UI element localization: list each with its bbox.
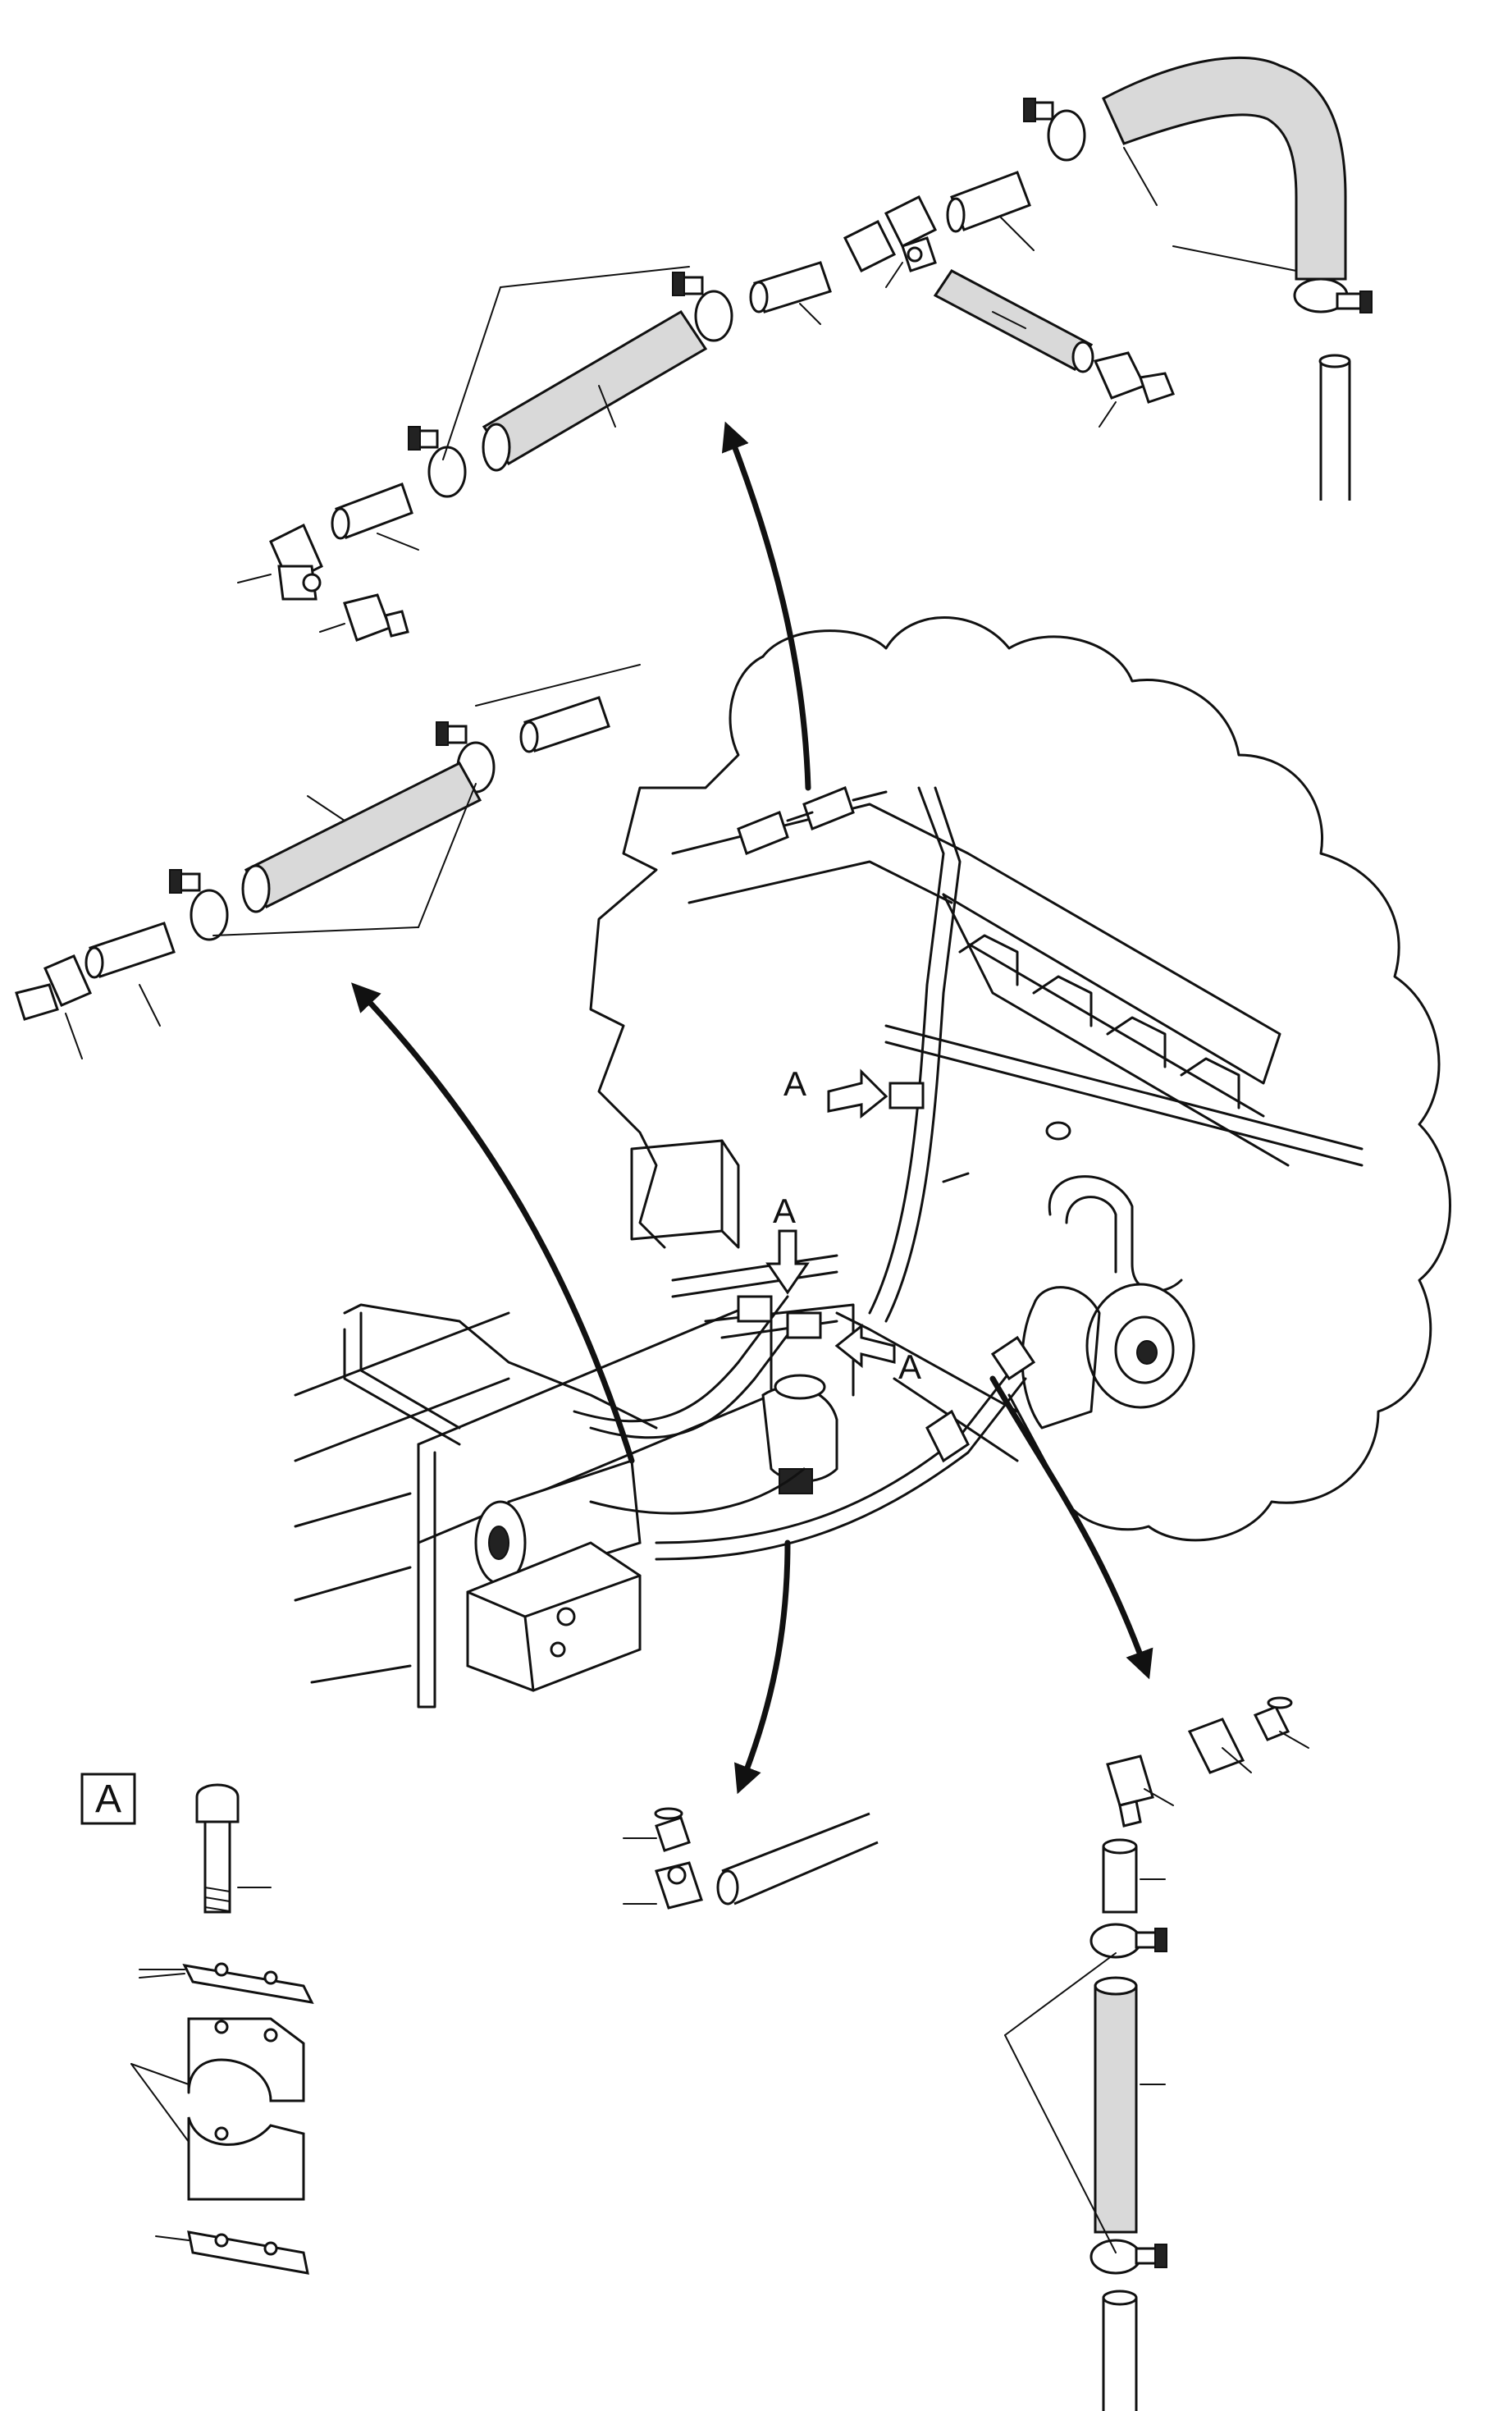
center-lower-exploded-parts: [623, 1807, 879, 1910]
left-exploded-fuel-line: [15, 664, 641, 1059]
callout-a-upper: A: [783, 1064, 806, 1103]
exploded-view-arrows: [351, 421, 1153, 1795]
engine-block: [589, 616, 1451, 1542]
callout-a-right: A: [898, 1347, 921, 1386]
engine-clamps: [737, 786, 925, 1339]
fuel-filter-assembly: [294, 786, 1036, 1709]
callout-a-middle: A: [773, 1192, 796, 1230]
detail-box-label: A: [95, 1777, 121, 1821]
detail-a-clamp: [80, 1773, 314, 2275]
right-lower-exploded-fuel-line: [1004, 1696, 1309, 2411]
callout-arrows: [765, 1068, 896, 1369]
top-exploded-fuel-line: [237, 56, 1373, 642]
detail-box: [80, 1773, 136, 1825]
